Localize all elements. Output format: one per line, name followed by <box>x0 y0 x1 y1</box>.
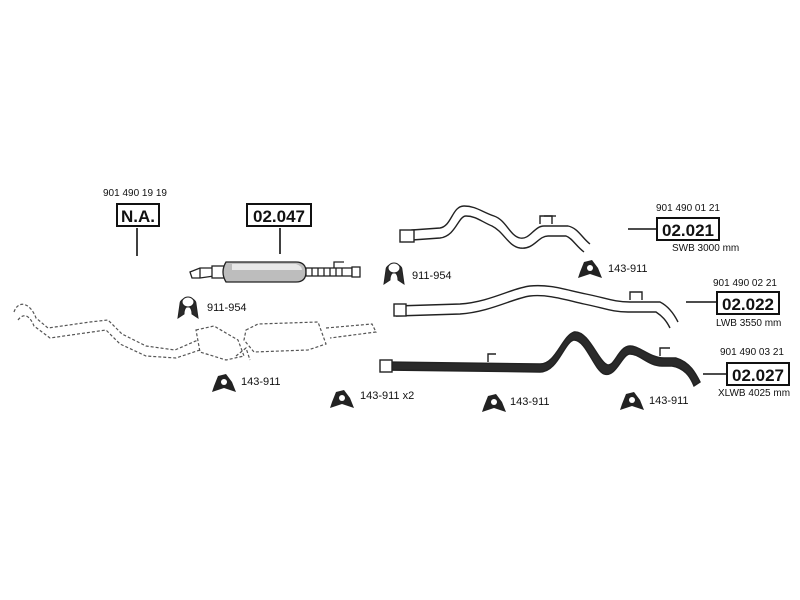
clamp-icon <box>177 296 199 320</box>
rubber-mount-icon <box>482 394 506 412</box>
variant-label-swb: SWB 3000 mm <box>672 243 740 254</box>
clamp-part-number[interactable]: 911-954 <box>207 302 247 314</box>
mount-part-number[interactable]: 143-911 <box>241 376 281 388</box>
tail-pipe-swb <box>399 205 591 253</box>
clamp-icon <box>383 262 405 286</box>
part-code-02027[interactable]: 02.027 <box>726 362 790 386</box>
tail-pipe-lwb <box>393 284 679 329</box>
mount-part-number[interactable]: 143-911 <box>510 396 550 408</box>
part-code-na[interactable]: N.A. <box>116 203 160 227</box>
rubber-mount-icon <box>212 374 236 392</box>
mount-part-number[interactable]: 143-911 <box>649 395 689 407</box>
rubber-mount-icon <box>620 392 644 410</box>
part-code-02021[interactable]: 02.021 <box>656 217 720 241</box>
oe-number-na: 901 490 19 19 <box>103 188 167 199</box>
tail-pipe-xlwb <box>379 331 701 388</box>
mount-part-number[interactable]: 143-911 x2 <box>360 390 415 402</box>
clamp-part-number[interactable]: 911-954 <box>412 270 452 282</box>
oe-number-02021: 901 490 01 21 <box>656 203 720 214</box>
part-code-02022[interactable]: 02.022 <box>716 291 780 315</box>
variant-label-xlwb: XLWB 4025 mm <box>718 388 791 399</box>
oe-number-02022: 901 490 02 21 <box>713 278 777 289</box>
variant-label-lwb: LWB 3550 mm <box>716 318 782 329</box>
rubber-mount-icon <box>578 260 602 278</box>
rubber-mount-icon <box>330 390 354 408</box>
front-pipe-catalyst-dashed <box>13 303 377 361</box>
mount-part-number[interactable]: 143-911 <box>608 263 648 275</box>
center-muffler <box>189 261 361 283</box>
part-code-02047[interactable]: 02.047 <box>246 203 312 227</box>
oe-number-02027: 901 490 03 21 <box>720 347 784 358</box>
